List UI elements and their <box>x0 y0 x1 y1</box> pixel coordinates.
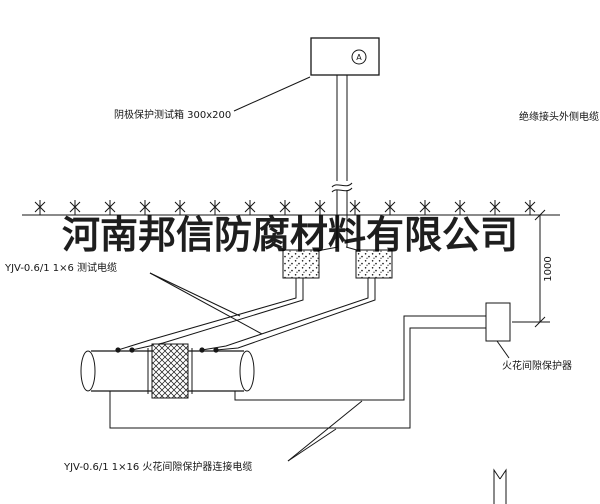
dimension-tick-top <box>534 209 546 221</box>
dimension-tick-bottom <box>534 316 546 328</box>
spark-protector-leader <box>496 340 510 359</box>
cad-weld-points <box>115 347 219 353</box>
test-box-leader <box>233 76 311 112</box>
bottom-right-symbol <box>493 468 507 504</box>
insulating-joint <box>147 343 193 399</box>
test-cables <box>117 278 376 351</box>
dimension-1000: 1000 <box>512 209 554 328</box>
spark-gap-protector <box>485 302 511 359</box>
spark-cable-leader-2 <box>287 400 363 462</box>
concrete-block-right <box>355 249 393 279</box>
pipe-break-symbol <box>331 182 353 188</box>
test-cable-label: YJV-0.6/1 1×6 测试电缆 <box>4 261 117 274</box>
concrete-block-left <box>282 249 320 279</box>
spark-cable-leader-1 <box>287 428 337 462</box>
dimension-text: 1000 <box>543 256 554 281</box>
leader-lines <box>149 76 363 462</box>
ammeter-circle <box>351 49 367 65</box>
test-box-label: 阴极保护测试箱 300x200 <box>114 108 231 121</box>
pipe-end-left <box>80 350 96 392</box>
spark-cable-label: YJV-0.6/1 1×16 火花间隙保护器连接电缆 <box>63 460 252 473</box>
test-cable-leader-1 <box>149 272 241 317</box>
spark-protector-label: 火花间隙保护器 <box>502 359 572 372</box>
spark-gap-cables <box>109 315 486 429</box>
ground-hatch-marks <box>34 199 536 216</box>
insulated-joint-cable-label: 绝缘接头外侧电缆 <box>519 110 599 123</box>
test-box: A <box>310 37 380 76</box>
ammeter-symbol: A <box>356 53 362 62</box>
riser-conduit <box>331 75 353 247</box>
test-cable-leader-2 <box>149 272 263 335</box>
pipe-end-right <box>239 350 255 392</box>
pipeline <box>80 343 255 399</box>
